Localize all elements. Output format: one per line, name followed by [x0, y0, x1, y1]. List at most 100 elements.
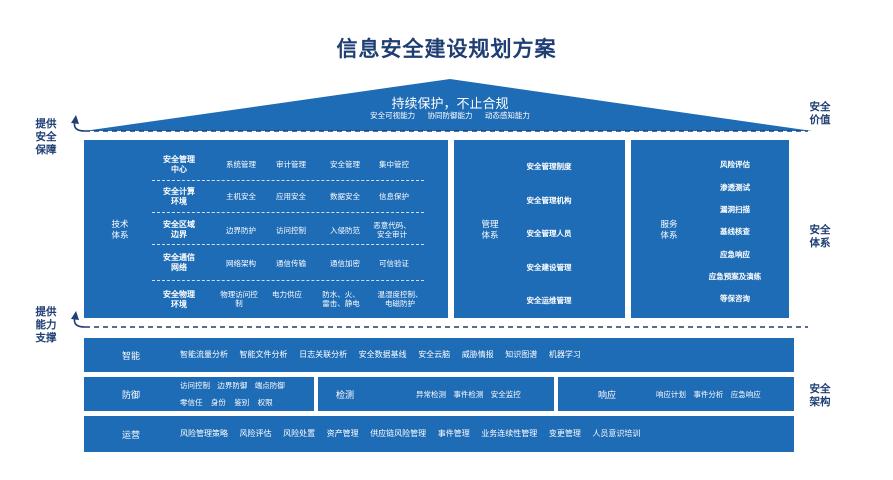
right-label-value: 安全 价值 — [802, 101, 838, 127]
tech-item: 访问控制 — [276, 226, 306, 235]
tech-item: 防水、火、雷击、静电 — [322, 290, 360, 308]
service-label-line: 服务 — [660, 220, 678, 230]
arch-item: 应急响应 — [730, 390, 761, 399]
right-label-line: 体系 — [809, 237, 831, 249]
arch-item: 智能流量分析 — [180, 350, 228, 359]
category-line: 中心 — [171, 165, 187, 174]
mgmt-item: 安全管理机构 — [526, 196, 572, 205]
arch-row-ops: 运营 风险管理策略 风险评估 风险处置 资产管理 供应链风险管理 事件管理 业务… — [84, 416, 794, 452]
tech-row-divider — [152, 212, 424, 213]
category-line: 安全区域 — [163, 220, 195, 229]
arch-row-smart: 智能 智能流量分析 智能文件分析 日志关联分析 安全数据基线 安全云脑 威胁情报… — [84, 338, 794, 372]
arch-item: 响应计划 — [656, 390, 686, 399]
arch-item: 日志关联分析 — [299, 350, 348, 359]
mgmt-item: 安全建设管理 — [526, 263, 572, 272]
tech-item: 通信传输 — [276, 259, 306, 268]
category-line: 边界 — [171, 230, 187, 239]
arch-item: 安全数据基线 — [358, 350, 407, 359]
arch-item: 端点防御 — [254, 381, 285, 390]
tech-item: 网络架构 — [226, 259, 256, 268]
right-label-line: 安全 — [809, 383, 831, 395]
arch-item: 业务连续性管理 — [481, 429, 538, 438]
tech-item: 审计管理 — [276, 160, 306, 169]
left-label-line: 安全 — [35, 131, 57, 143]
tech-item: 主机安全 — [226, 192, 256, 201]
roof-capability: 动态感知能力 — [484, 111, 530, 120]
tech-system-label: 技术 体系 — [104, 220, 136, 242]
arch-row-label: 防御 — [122, 391, 141, 401]
arch-row-items: 智能流量分析 智能文件分析 日志关联分析 安全数据基线 安全云脑 威胁情报 知识… — [180, 349, 590, 360]
tech-item: 可信验证 — [379, 259, 409, 268]
arch-item: 权限 — [257, 398, 273, 407]
category-line: 安全管理 — [163, 155, 195, 164]
arch-row-label: 运营 — [122, 431, 141, 441]
arch-item: 变更管理 — [548, 429, 581, 438]
arch-item: 访问控制 — [180, 381, 210, 390]
tech-item: 温湿度控制、电磁防护 — [377, 290, 423, 308]
arch-row-items: 响应计划 事件分析 应急响应 — [656, 389, 766, 400]
tech-label-line: 体系 — [111, 231, 129, 241]
service-system-panel: 服务 体系 风险评估 渗透测试 漏洞扫描 基线核查 应急响应 应急预案及演练 等… — [631, 140, 789, 318]
left-label-assurance: 提供 安全 保障 — [29, 118, 63, 157]
arch-item: 风险评估 — [239, 429, 272, 438]
arch-item: 零信任 — [180, 398, 203, 407]
tech-item: 系统管理 — [226, 160, 256, 169]
arch-row-items: 风险管理策略 风险评估 风险处置 资产管理 供应链风险管理 事件管理 业务连续性… — [180, 428, 649, 439]
arch-item: 安全云脑 — [418, 350, 451, 359]
mgmt-system-label: 管理 体系 — [474, 220, 506, 242]
tech-category: 安全计算 环境 — [152, 187, 206, 207]
tech-item: 信息保护 — [379, 192, 409, 201]
arch-item: 事件分析 — [693, 390, 724, 399]
arch-item: 安全监控 — [490, 390, 521, 399]
arch-row-label: 响应 — [598, 391, 617, 401]
tech-category: 安全管理 中心 — [152, 155, 206, 175]
arch-block-detect: 检测 异常检测 事件检测 安全监控 — [318, 377, 554, 411]
arch-item: 异常检测 — [416, 390, 446, 399]
tech-item: 入侵防范 — [330, 226, 360, 235]
right-label-system: 安全 体系 — [802, 224, 838, 250]
service-item: 漏洞扫描 — [720, 205, 750, 214]
category-line: 安全通信 — [163, 253, 195, 262]
arch-row-items: 异常检测 事件检测 安全监控 — [416, 389, 526, 400]
service-system-label: 服务 体系 — [653, 220, 685, 242]
left-label-support: 提供 能力 支撑 — [29, 306, 63, 345]
tech-row-divider — [152, 180, 424, 181]
left-label-line: 提供 — [35, 306, 57, 318]
tech-item: 安全管理 — [330, 160, 360, 169]
left-label-line: 保障 — [35, 144, 57, 156]
tech-item: 应用安全 — [276, 192, 306, 201]
page-title: 信息安全建设规划方案 — [336, 37, 557, 61]
arch-item: 人员意识培训 — [592, 429, 641, 438]
arch-item: 资产管理 — [326, 429, 359, 438]
tech-row-divider — [152, 280, 424, 281]
service-item: 等保咨询 — [720, 294, 750, 303]
arch-block-respond: 响应 响应计划 事件分析 应急响应 — [558, 377, 794, 411]
tech-item: 边界防护 — [226, 226, 256, 235]
bottom-arrow-head — [71, 311, 79, 320]
tech-label-line: 技术 — [111, 220, 129, 230]
service-item: 应急预案及演练 — [708, 272, 762, 281]
arch-item: 知识图谱 — [505, 350, 538, 359]
tech-item: 集中管控 — [379, 160, 409, 169]
tech-item: 数据安全 — [330, 192, 360, 201]
mgmt-label-line: 体系 — [481, 231, 499, 241]
tech-item: 物理访问控制 — [220, 290, 258, 308]
left-label-line: 提供 — [35, 118, 57, 130]
arch-block-defense: 防御 访问控制 边界防御 端点防御 零信任 身份 鉴别 权限 — [84, 377, 314, 411]
top-arrow-head — [71, 115, 79, 124]
arch-row-label: 检测 — [336, 391, 355, 401]
mgmt-label-line: 管理 — [481, 220, 499, 230]
category-line: 网络 — [171, 263, 187, 272]
mgmt-item: 安全运维管理 — [526, 296, 572, 305]
category-line: 环境 — [171, 300, 187, 309]
arch-item: 事件管理 — [437, 429, 470, 438]
mgmt-item: 安全管理人员 — [526, 229, 572, 238]
right-label-line: 架构 — [809, 396, 831, 408]
tech-item: 通信加密 — [330, 259, 360, 268]
service-label-line: 体系 — [660, 231, 678, 241]
tech-system-panel: 技术 体系 安全管理 中心 系统管理 审计管理 安全管理 集中管控 安全计算 环… — [84, 140, 448, 318]
arch-item: 机器学习 — [548, 350, 581, 359]
tech-category: 安全物理 环境 — [152, 290, 206, 310]
tech-category: 安全区域 边界 — [152, 220, 206, 240]
tech-row-divider — [152, 244, 424, 245]
